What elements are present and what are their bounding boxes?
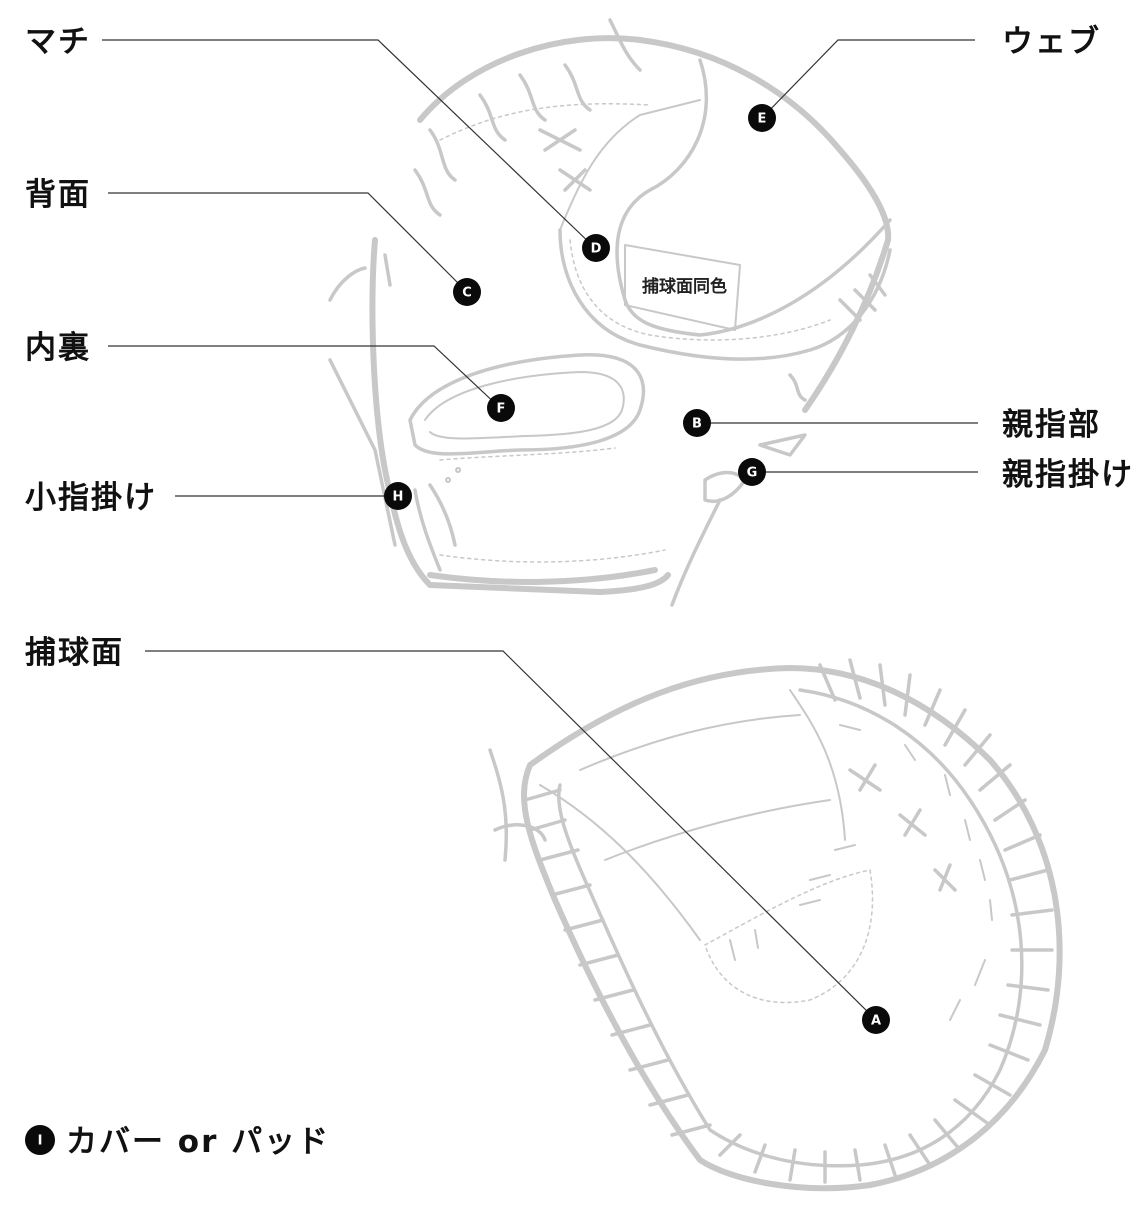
leader-lines	[102, 40, 978, 1020]
inner-lining-outline	[410, 355, 643, 454]
wrist-band	[430, 570, 655, 582]
front-dangling-lace	[490, 750, 545, 860]
marker-D: D	[582, 234, 610, 262]
rim-lacing	[720, 660, 1052, 1182]
marker-G: G	[738, 458, 766, 486]
leader-uchiura	[108, 346, 500, 408]
label-uchiura: 内裏	[25, 330, 91, 366]
dot-holes	[446, 468, 460, 482]
pocket-line-upper	[580, 715, 800, 770]
thumb-hook-shape	[672, 473, 745, 606]
label-haimen: 背面	[25, 177, 91, 213]
cover-pad-note: I カバー or パッド	[25, 1124, 330, 1160]
svg-text:C: C	[462, 286, 472, 301]
front-inner-rim	[559, 690, 1022, 1166]
left-loop-lace	[330, 255, 390, 300]
glove-front-view	[490, 660, 1060, 1188]
part-labels: マチ 背面 内裏 小指掛け ウェブ 親指部 親指掛け 捕球面 捕球面同色	[25, 24, 1134, 671]
cover-pad-label: カバー or パッド	[66, 1124, 330, 1160]
svg-text:I: I	[38, 1134, 43, 1149]
svg-text:F: F	[497, 402, 506, 417]
svg-text:E: E	[758, 112, 767, 127]
glove-back-view	[330, 20, 890, 605]
pinky-hook-shape	[415, 485, 455, 570]
pocket-line-mid	[605, 800, 830, 860]
label-oyayubibu: 親指部	[1002, 407, 1101, 443]
web-slits	[840, 725, 992, 1020]
thumb-tip-lace	[760, 435, 805, 455]
part-markers: D C F H E B G A	[384, 104, 890, 1034]
label-koyubigake: 小指掛け	[25, 480, 157, 516]
palm-pad-stitch	[705, 870, 873, 1003]
label-oyayubigake: 親指掛け	[1002, 457, 1134, 493]
wrist-stitch	[440, 550, 665, 562]
svg-text:D: D	[591, 242, 602, 257]
marker-A: A	[862, 1006, 890, 1034]
svg-text:A: A	[871, 1014, 881, 1029]
machi-panel	[560, 100, 700, 230]
marker-H: H	[384, 482, 412, 510]
svg-text:B: B	[692, 417, 702, 432]
svg-text:G: G	[747, 466, 758, 481]
back-top-stitch	[440, 104, 650, 140]
marker-B: B	[683, 409, 711, 437]
label-hokyumen: 捕球面	[25, 635, 124, 671]
label-web: ウェブ	[1002, 24, 1101, 60]
leader-haimen	[108, 193, 467, 292]
marker-C: C	[453, 278, 481, 306]
marker-I: I	[25, 1125, 55, 1155]
inner-note-label: 捕球面同色	[642, 276, 727, 297]
web-drop-line	[790, 690, 845, 840]
svg-text:H: H	[393, 490, 404, 505]
web-outline	[420, 38, 888, 410]
leader-machi	[102, 40, 595, 248]
marker-F: F	[487, 394, 515, 422]
left-dangling-lace	[330, 360, 395, 545]
marker-E: E	[748, 104, 776, 132]
palm-pad-slits	[730, 845, 855, 960]
label-machi: マチ	[25, 24, 91, 60]
leader-hokyumen	[145, 651, 876, 1020]
